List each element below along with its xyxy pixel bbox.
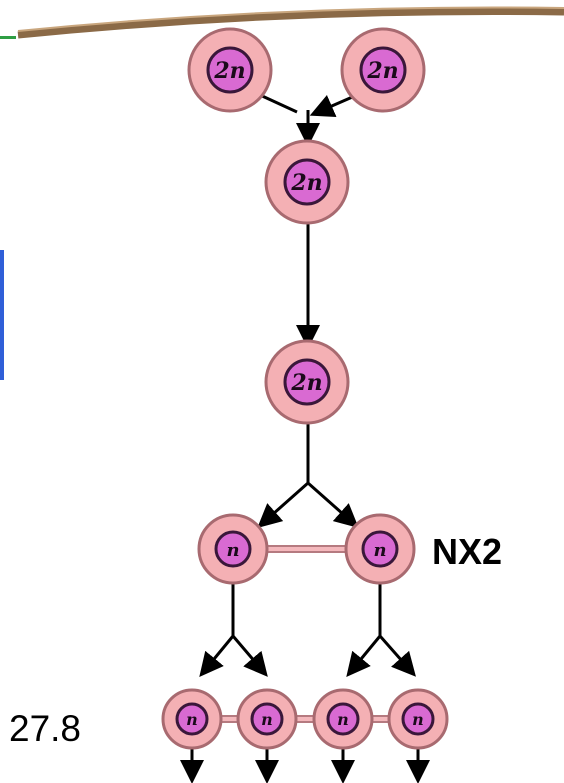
- arrow-split-left: [257, 481, 309, 528]
- cell-label: n: [226, 540, 239, 561]
- cell-label: n: [373, 540, 386, 561]
- arrow-left-b: [231, 635, 268, 677]
- cell-label: n: [337, 710, 349, 729]
- cell-meiosis2-1: n: [161, 688, 223, 750]
- arrows: [180, 93, 430, 783]
- cell-label: 2n: [366, 58, 398, 84]
- cell-meiosis1-right: n: [344, 513, 416, 585]
- arrow-split-right: [307, 481, 359, 528]
- cell-top-left: 2n: [187, 27, 273, 113]
- cell-top-right: 2n: [340, 27, 426, 113]
- cell-meiosis2-3: n: [312, 688, 374, 750]
- cell-label: n: [412, 710, 424, 729]
- cell-meiosis2-2: n: [236, 688, 298, 750]
- cell-label: 2n: [213, 58, 245, 84]
- figure-number: 27.8: [9, 708, 82, 749]
- cell-pre-meiosis: 2n: [264, 339, 350, 425]
- cell-label: n: [261, 710, 273, 729]
- cell-label: n: [186, 710, 198, 729]
- cell-meiosis2-4: n: [387, 688, 449, 750]
- membrane-top: [17, 7, 564, 39]
- cell-meiosis1-left: n: [197, 513, 269, 585]
- arrow-merge-right: [309, 93, 358, 118]
- cell-label: 2n: [290, 370, 322, 396]
- cell-fused: 2n: [264, 139, 350, 225]
- blue-edge-mark: [0, 250, 4, 380]
- membrane-top-highlight: [17, 6, 564, 32]
- arrow-merge-left: [259, 93, 298, 114]
- arrow-right-a: [346, 635, 382, 677]
- green-edge-mark: [0, 36, 16, 39]
- nx-label: NX2: [432, 531, 503, 572]
- arrow-left-a: [199, 635, 235, 677]
- cell-label: 2n: [290, 170, 322, 196]
- arrow-right-b: [378, 635, 416, 677]
